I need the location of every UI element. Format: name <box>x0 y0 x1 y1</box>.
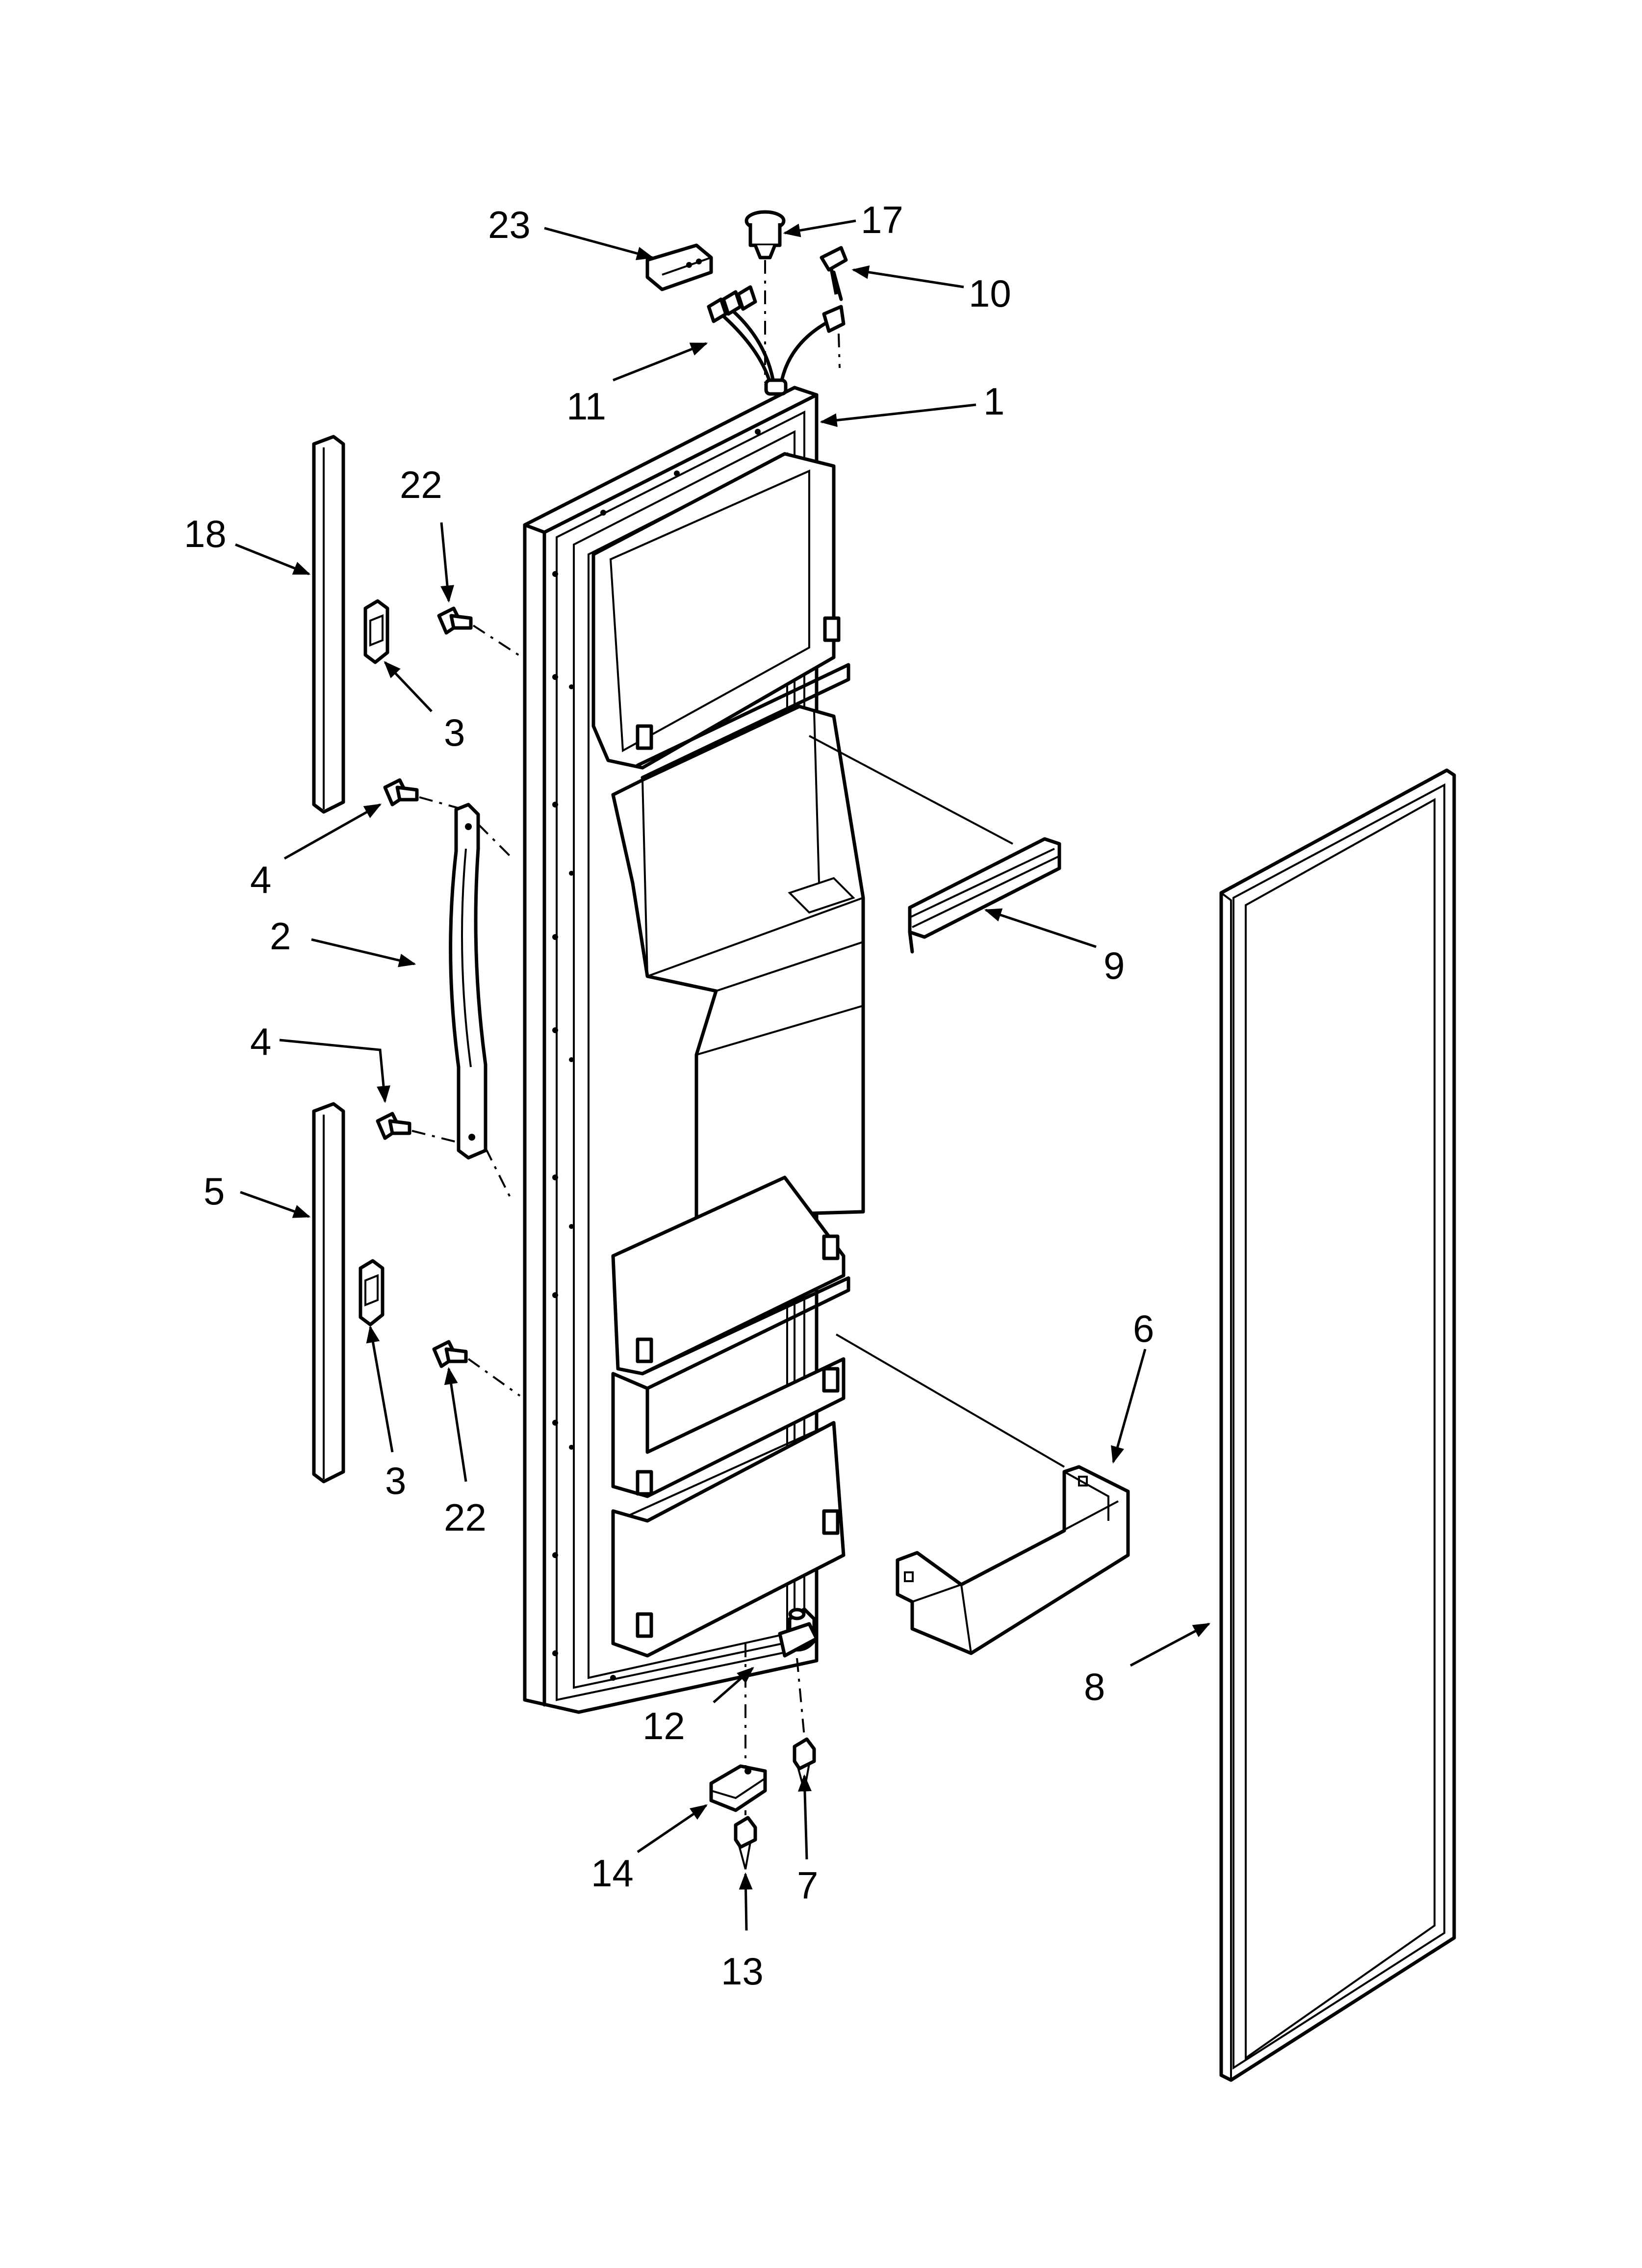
callout-10: 10 <box>969 272 1011 315</box>
callout-22-lower: 22 <box>444 1496 487 1539</box>
hinge-bracket-part-14 <box>709 1643 767 1812</box>
callout-6: 6 <box>1133 1307 1154 1350</box>
callout-22-upper: 22 <box>400 463 442 506</box>
callout-1: 1 <box>983 380 1004 423</box>
callout-9: 9 <box>1103 944 1125 987</box>
clip-part-3-upper <box>363 599 389 664</box>
screw-part-13 <box>734 1810 757 1870</box>
callout-3-upper: 3 <box>444 711 465 754</box>
callout-11: 11 <box>566 385 606 428</box>
screw-part-10 <box>820 246 848 368</box>
gasket-part-8 <box>1219 768 1456 2082</box>
socket-part-17 <box>744 210 786 383</box>
screw-part-22-upper <box>437 606 523 658</box>
door-screw-holes <box>552 429 761 1681</box>
callout-23: 23 <box>488 203 531 246</box>
trim-strip-part-18 <box>312 435 345 814</box>
callout-numbers: 23 17 10 11 1 18 22 3 4 2 9 4 5 6 3 22 8… <box>184 198 1154 1993</box>
callout-17: 17 <box>861 198 903 241</box>
callout-5: 5 <box>204 1170 225 1213</box>
callout-3-lower: 3 <box>385 1459 406 1502</box>
door-panel-part-1 <box>523 307 865 1714</box>
callout-13: 13 <box>721 1950 764 1993</box>
bin-part-6 <box>835 1333 1130 1655</box>
callout-8: 8 <box>1084 1665 1105 1708</box>
rail-part-9 <box>809 735 1061 954</box>
callout-14: 14 <box>591 1851 634 1895</box>
callout-2: 2 <box>270 914 291 958</box>
hinge-part-12 <box>778 1607 819 1658</box>
trim-strip-part-5 <box>312 1102 345 1484</box>
connector-part-23 <box>645 243 713 291</box>
screw-part-4-lower <box>376 1112 462 1144</box>
handle-part-2 <box>449 803 513 1202</box>
callout-4-upper: 4 <box>250 858 271 901</box>
screw-part-4-upper <box>383 778 464 810</box>
callout-12: 12 <box>642 1704 685 1747</box>
callout-7: 7 <box>797 1864 818 1907</box>
screw-part-7 <box>793 1658 816 1791</box>
wire-terminals-part-11 <box>707 285 757 323</box>
leader-lines <box>235 219 1211 1931</box>
clip-part-3-lower <box>359 1259 385 1327</box>
callout-4-lower: 4 <box>250 1020 271 1063</box>
callout-18: 18 <box>184 512 227 555</box>
screw-part-22-lower <box>432 1340 521 1397</box>
